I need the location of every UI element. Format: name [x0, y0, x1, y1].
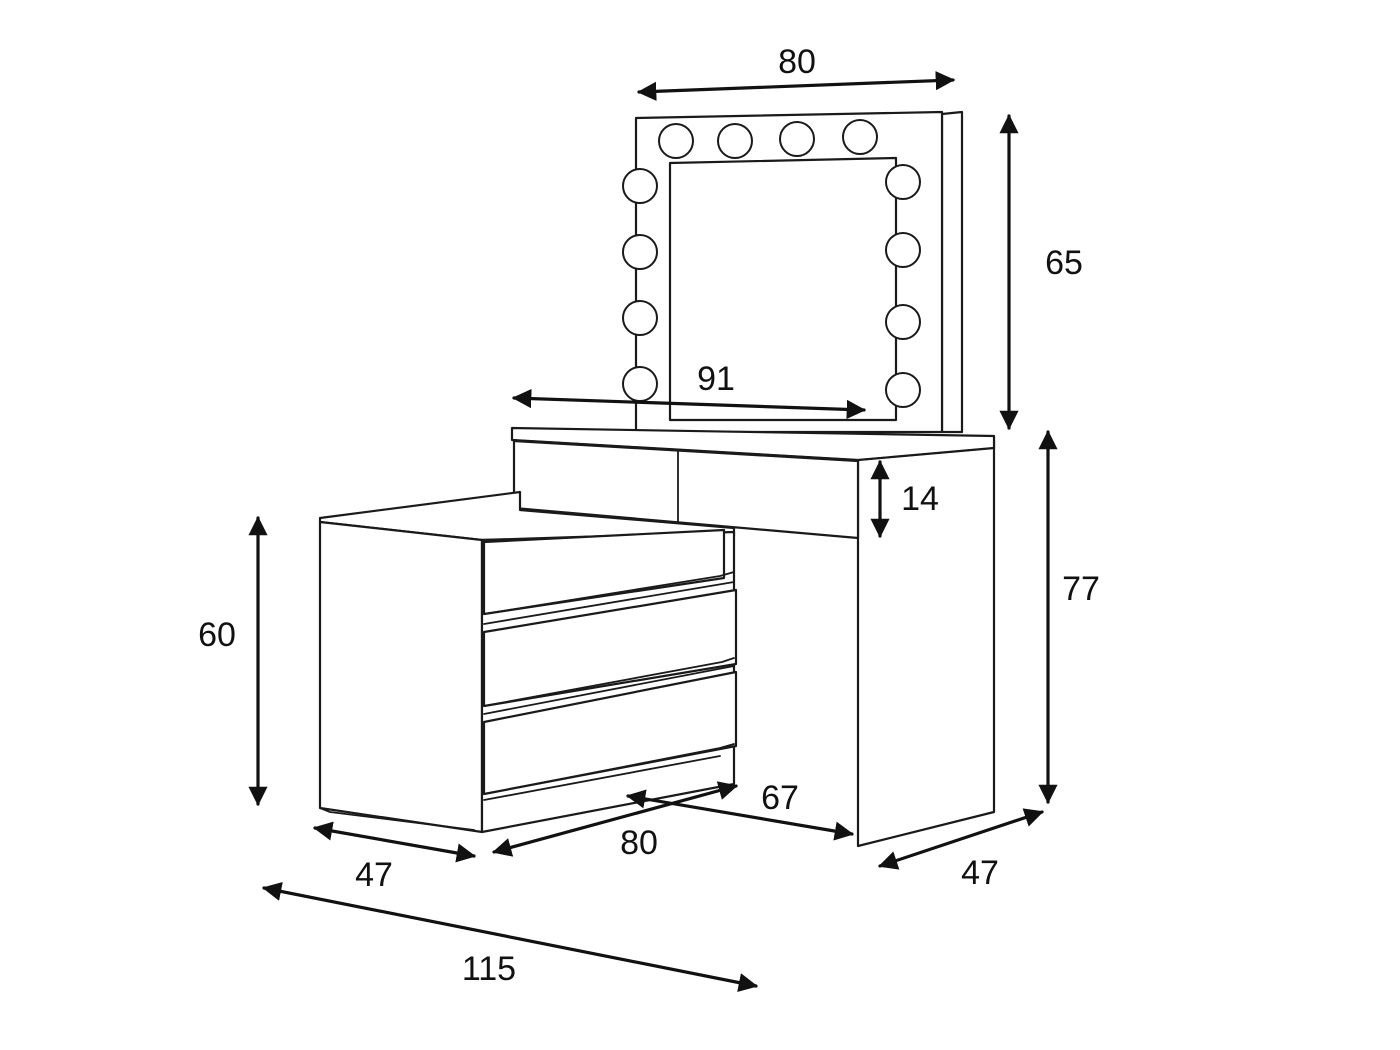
- cabinet-depth-label: 47: [355, 856, 393, 894]
- top-width-arrow: [512, 388, 866, 420]
- light-bulb-icon: [842, 119, 878, 155]
- chest-side-panel: [318, 520, 484, 834]
- right-depth-arrow: [878, 808, 1044, 870]
- total-height-label: 77: [1062, 570, 1100, 608]
- top-width-label: 91: [697, 360, 735, 398]
- cabinet-height-label: 60: [198, 616, 236, 654]
- mirror-width-arrow: [637, 71, 955, 101]
- cabinet-width-label: 80: [620, 824, 658, 862]
- mirror: [622, 110, 964, 434]
- desk: [510, 426, 996, 848]
- mirror-height-label: 65: [1045, 244, 1083, 282]
- dimension-labels: 80 65 91 14 77 60 47 80 67 47 115: [198, 43, 1100, 988]
- desk-drawer-front: [512, 439, 860, 540]
- light-bulb-icon: [717, 123, 753, 159]
- mirror-side-panel: [940, 110, 964, 434]
- leg-depth-label: 67: [761, 779, 799, 817]
- total-length-label: 115: [462, 950, 516, 988]
- right-depth-label: 47: [961, 854, 999, 892]
- light-bulb-icon: [658, 123, 694, 159]
- light-bulb-icon: [622, 366, 658, 402]
- chest-of-drawers: [318, 490, 738, 834]
- light-bulb-icon: [885, 232, 921, 268]
- light-bulb-icon: [885, 164, 921, 200]
- light-bulb-icon: [779, 121, 815, 157]
- cabinet-depth-arrow: [313, 821, 476, 863]
- dimension-lines: [248, 71, 1058, 993]
- light-bulb-icon: [622, 300, 658, 336]
- chest-drawer-2: [482, 588, 738, 708]
- drawer-height-label: 14: [901, 480, 939, 518]
- chest-drawer-1: [482, 528, 726, 616]
- leg-depth-arrow: [626, 789, 854, 841]
- total-length-arrow: [262, 881, 758, 993]
- light-bulb-icon: [885, 372, 921, 408]
- mirror-width-label: 80: [778, 43, 816, 81]
- light-bulb-icon: [622, 168, 658, 204]
- mirror-bulbs: [622, 119, 921, 408]
- light-bulb-icon: [885, 304, 921, 340]
- mirror-glass: [668, 156, 898, 422]
- chest-drawer-3: [482, 670, 738, 796]
- light-bulb-icon: [622, 234, 658, 270]
